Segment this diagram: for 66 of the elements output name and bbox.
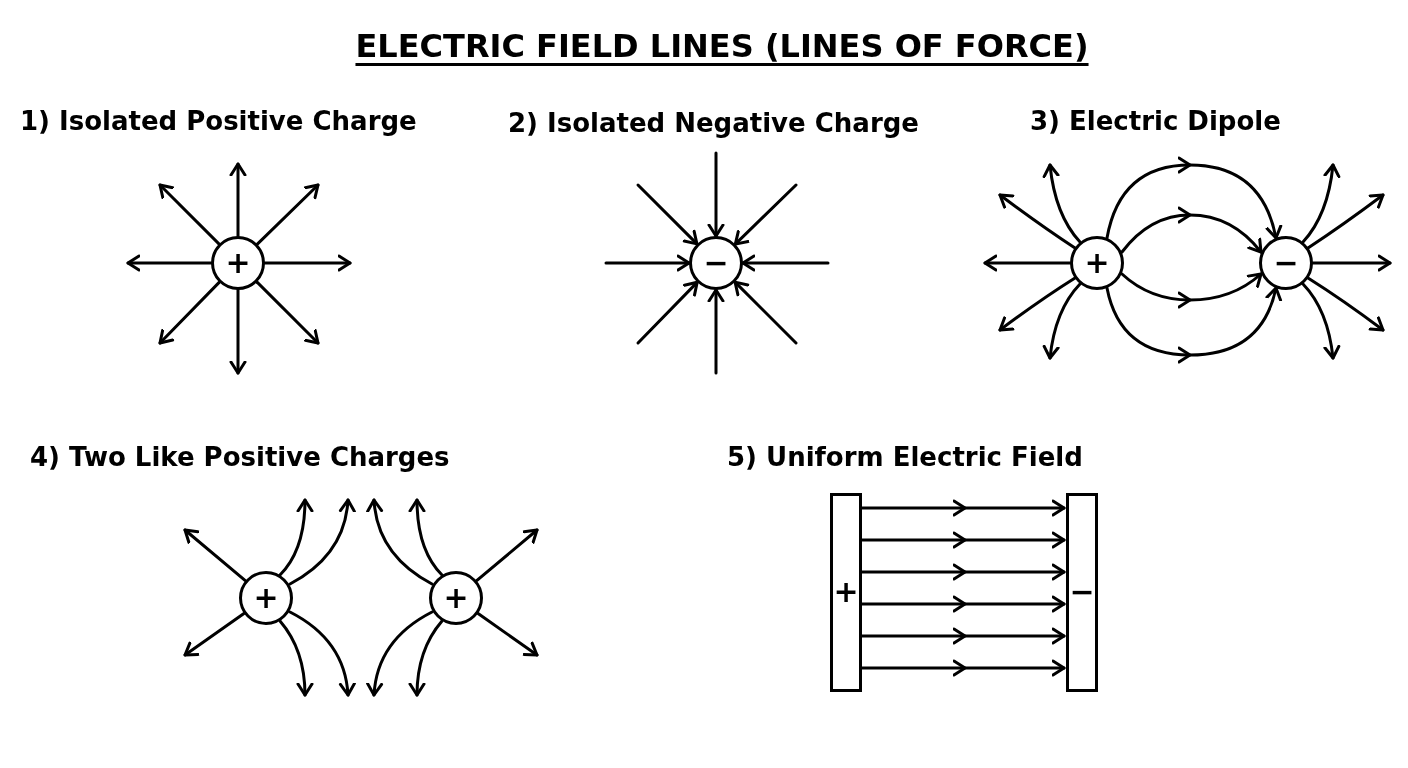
field-line bbox=[707, 288, 725, 375]
charge-sign: + bbox=[1084, 248, 1110, 278]
field-line bbox=[636, 183, 699, 246]
point-charge bbox=[239, 571, 293, 625]
field-line bbox=[860, 563, 1066, 581]
charge-sign: + bbox=[225, 248, 251, 278]
field-line bbox=[158, 183, 221, 246]
panel-heading: 4) Two Like Positive Charges bbox=[30, 441, 450, 474]
field-line bbox=[998, 276, 1077, 332]
field-line bbox=[604, 254, 691, 272]
panel-heading: 3) Electric Dipole bbox=[1030, 105, 1281, 138]
point-charge bbox=[429, 571, 483, 625]
charge-sign: − bbox=[1069, 577, 1095, 607]
panel-heading: 5) Uniform Electric Field bbox=[727, 441, 1083, 474]
field-line bbox=[475, 528, 539, 583]
field-line bbox=[476, 612, 539, 657]
point-charge bbox=[211, 236, 265, 290]
field-line bbox=[288, 610, 356, 697]
field-line bbox=[860, 627, 1066, 645]
field-line bbox=[158, 280, 221, 345]
field-line bbox=[229, 288, 247, 375]
field-line bbox=[366, 498, 434, 586]
field-line bbox=[1311, 254, 1392, 272]
charge-sign: + bbox=[833, 577, 859, 607]
field-line bbox=[255, 183, 320, 246]
charge-sign: − bbox=[703, 248, 729, 278]
field-line bbox=[278, 619, 314, 697]
field-line bbox=[860, 595, 1066, 613]
field-line bbox=[707, 151, 725, 238]
field-line bbox=[408, 619, 444, 697]
field-line bbox=[860, 531, 1066, 549]
field-line bbox=[860, 499, 1066, 517]
field-line bbox=[183, 612, 246, 657]
panel-heading: 1) Isolated Positive Charge bbox=[20, 105, 417, 138]
point-charge bbox=[689, 236, 743, 290]
field-line bbox=[183, 528, 247, 583]
capacitor-plate bbox=[830, 492, 862, 692]
point-charge bbox=[1259, 236, 1313, 290]
field-line bbox=[1301, 282, 1341, 360]
field-line bbox=[636, 280, 699, 345]
field-line bbox=[733, 280, 798, 345]
field-line bbox=[288, 498, 356, 586]
field-line bbox=[1042, 282, 1082, 360]
field-line bbox=[263, 254, 352, 272]
field-line bbox=[229, 162, 247, 238]
charge-sign: + bbox=[253, 583, 279, 613]
field-line bbox=[733, 183, 798, 246]
charge-sign: + bbox=[443, 583, 469, 613]
field-line bbox=[408, 498, 444, 577]
capacitor-plate bbox=[1066, 492, 1098, 692]
field-line bbox=[983, 254, 1072, 272]
field-line bbox=[366, 610, 434, 697]
charge-sign: − bbox=[1273, 248, 1299, 278]
field-line bbox=[126, 254, 213, 272]
title: ELECTRIC FIELD LINES (LINES OF FORCE) bbox=[354, 26, 1090, 67]
field-line bbox=[255, 280, 320, 345]
field-line bbox=[1042, 163, 1082, 244]
panel-heading: 2) Isolated Negative Charge bbox=[508, 107, 919, 140]
field-line bbox=[741, 254, 830, 272]
field-line bbox=[998, 193, 1077, 250]
field-line bbox=[860, 659, 1066, 677]
field-line bbox=[278, 498, 314, 577]
point-charge bbox=[1070, 236, 1124, 290]
field-line bbox=[1301, 163, 1341, 244]
field-line bbox=[1306, 276, 1385, 332]
field-line bbox=[1306, 193, 1385, 250]
